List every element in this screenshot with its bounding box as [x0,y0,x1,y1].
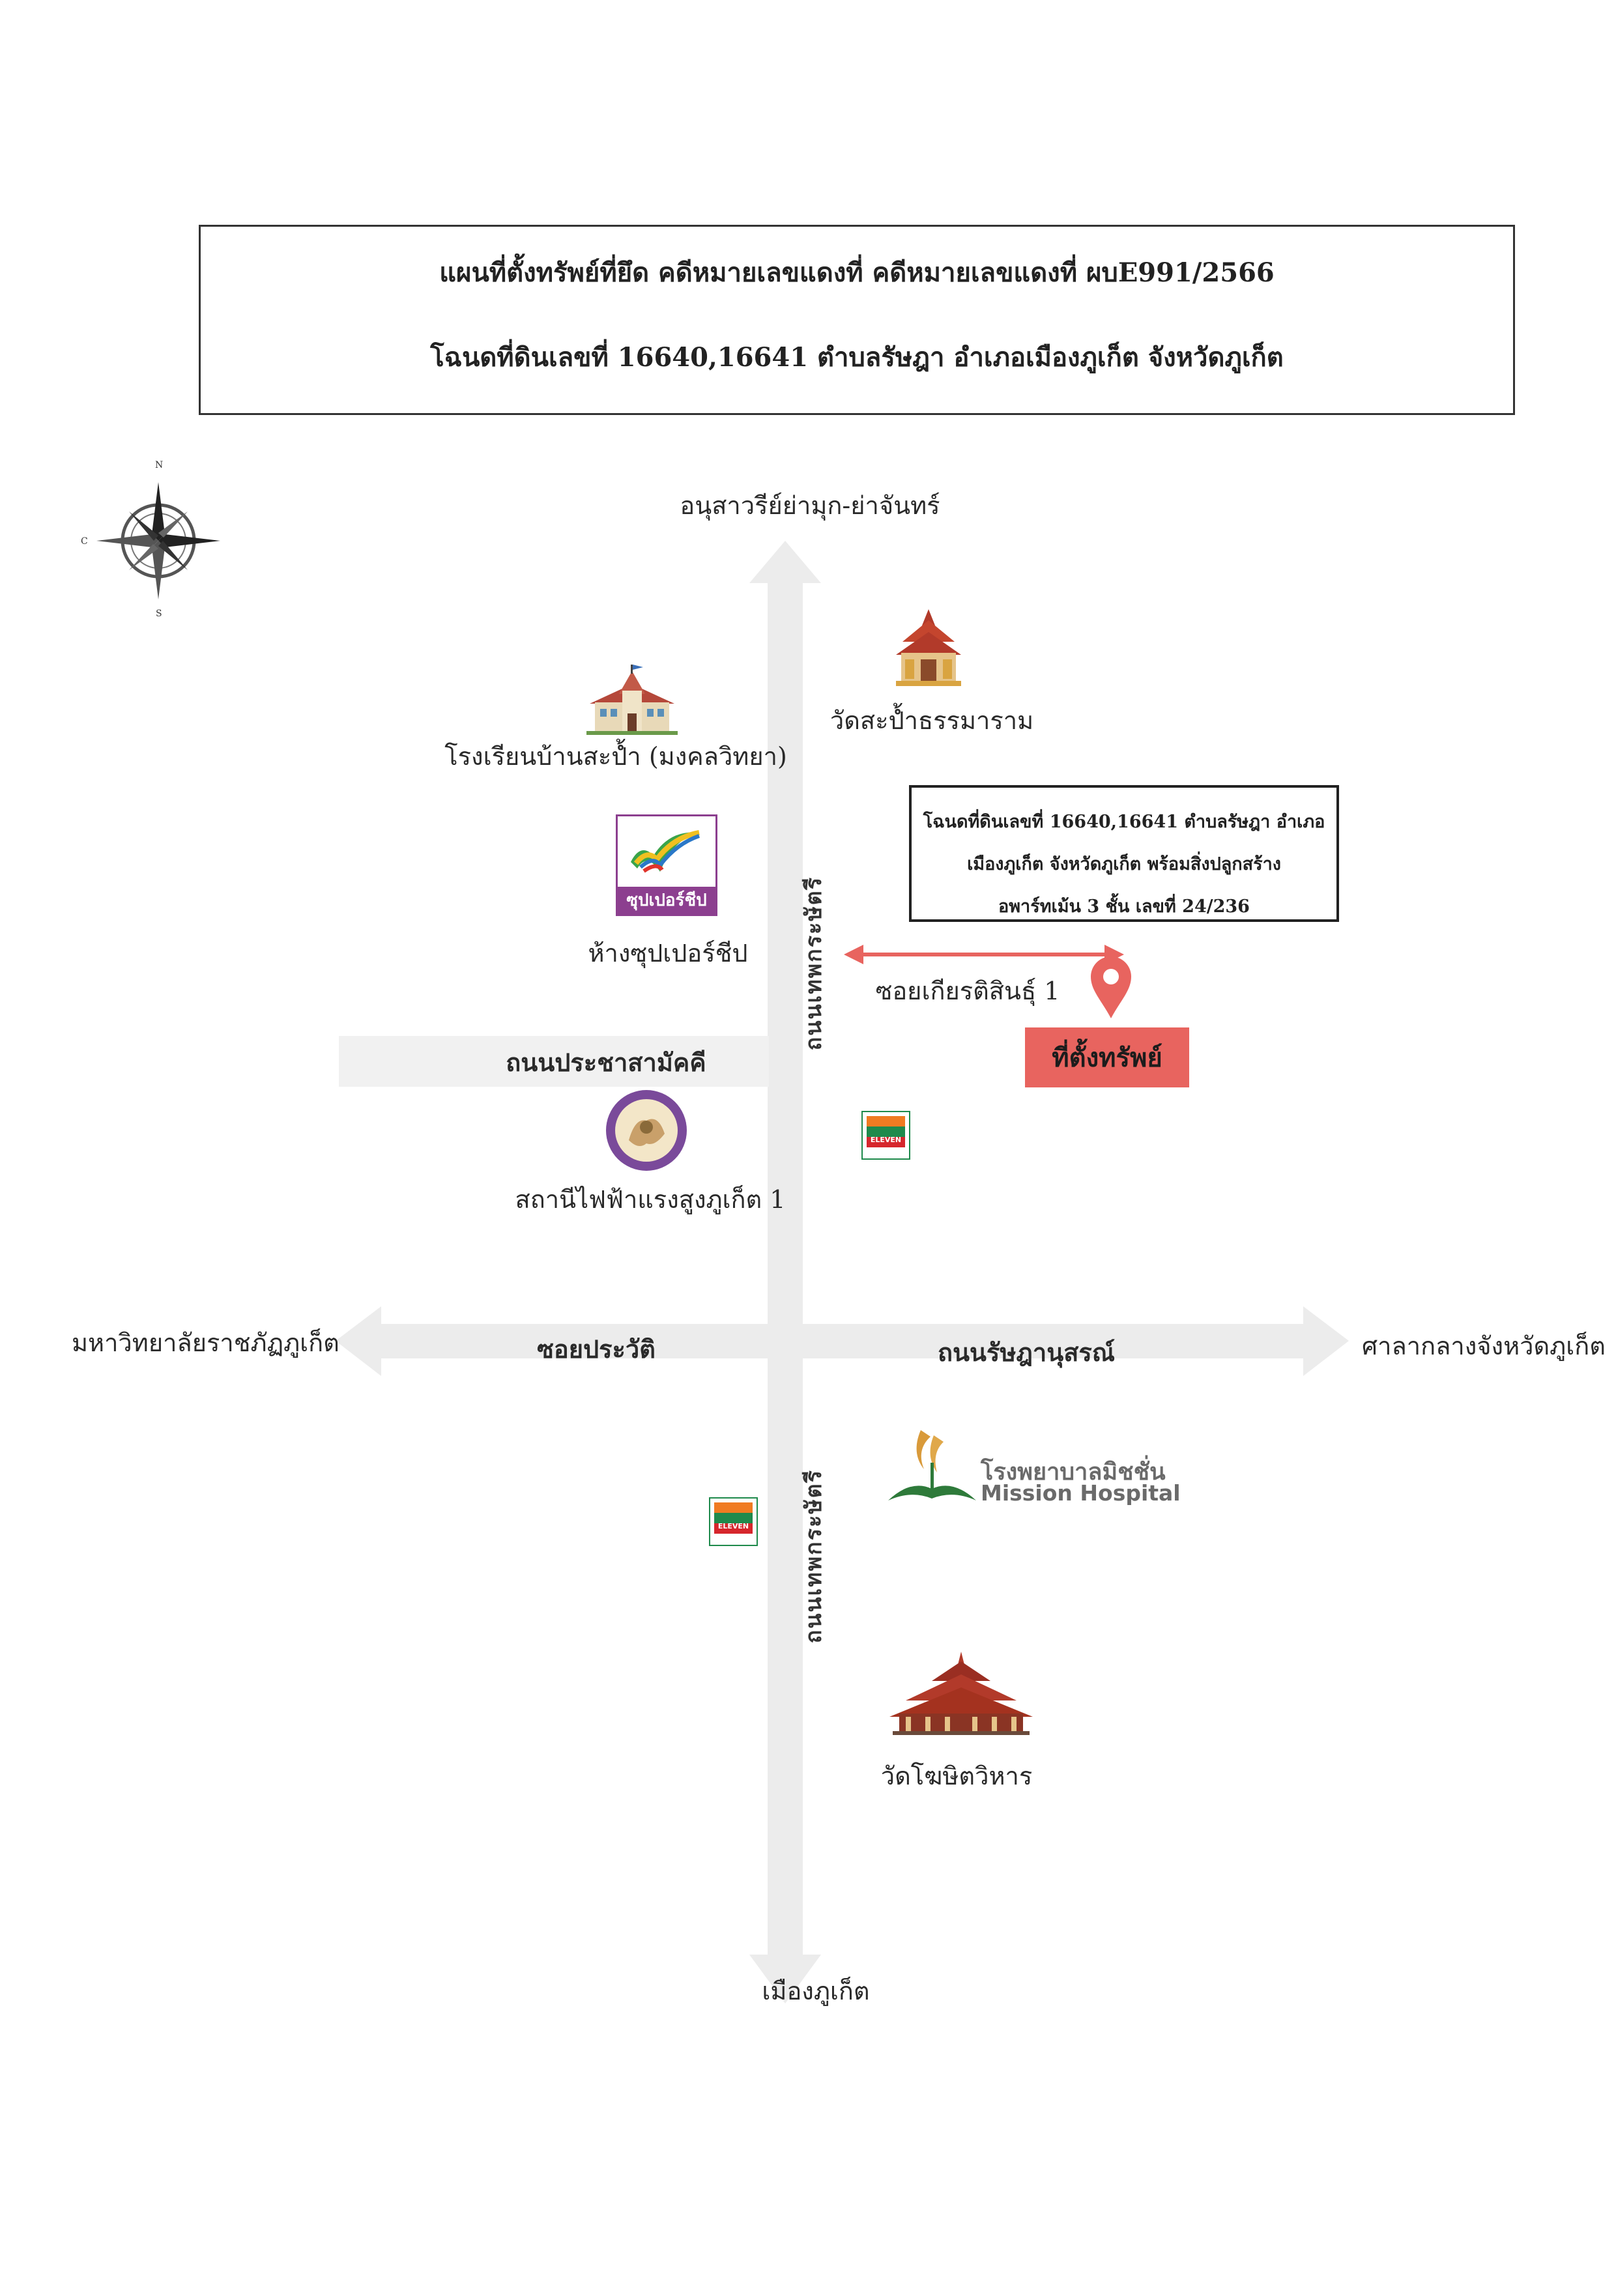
seven-eleven-south: ELEVEN [709,1497,758,1546]
landmark-temple-south-label: วัดโฆษิตวิหาร [880,1762,1033,1790]
landmark-substation-label: สถานีไฟฟ้าแรงสูงภูเก็ต 1 [515,1185,786,1214]
compass-south-label: S [156,609,162,619]
landmark-supercheap-label: ห้างซุปเปอร์ชีป [588,939,748,968]
property-info-box: โฉนดที่ดินเลขที่ 16640,16641 ตำบลรัษฎา อ… [909,785,1339,922]
location-pin-icon [1091,956,1131,1018]
compass-rose-icon: N S C [81,460,220,619]
road-prachasamakkhi [339,1036,769,1087]
seven-eleven-north-text: ELEVEN [870,1136,902,1144]
map-title-box: แผนที่ตั้งทรัพย์ที่ยึด คดีหมายเลขแดงที่ … [199,225,1515,415]
seven-eleven-north: ELEVEN [861,1111,910,1160]
compass-west-label: C [81,536,88,547]
road-label-thepkrasattri-lower: ถนนเทพกระษัตรี [801,1469,827,1644]
property-info-line3: อพาร์ทเม้น 3 ชั้น เลขที่ 24/236 [998,897,1250,917]
supercheap-logo-text: ซุปเปอร์ชีป [618,887,715,914]
seven-eleven-south-text: ELEVEN [717,1522,749,1530]
destination-west: มหาวิทยาลัยราชภัฏภูเก็ต [72,1328,339,1357]
road-label-soi-kiattisin: ซอยเกียรติสินธุ์ 1 [875,977,1060,1005]
road-label-prachasamakkhi: ถนนประชาสามัคคี [506,1048,706,1077]
supercheap-logo: ซุปเปอร์ชีป [616,814,717,916]
road-label-ratsadanusorn: ถนนรัษฎานุสรณ์ [937,1338,1116,1367]
pea-seal-icon [606,1090,687,1171]
property-direction-arrow [844,945,1124,964]
map-title-line2: โฉนดที่ดินเลขที่ 16640,16641 ตำบลรัษฎา อ… [430,342,1284,373]
mission-hospital-english-name: Mission Hospital [981,1480,1181,1506]
landmark-school-label: โรงเรียนบ้านสะป้ำ (มงคลวิทยา) [444,742,787,771]
property-marker-label: ที่ตั้งทรัพย์ [1025,1027,1189,1087]
cross-road-horizontal [336,1306,1349,1376]
property-info-line1: โฉนดที่ดินเลขที่ 16640,16641 ตำบลรัษฎา อ… [923,812,1325,832]
school-icon [586,665,678,735]
destination-east: ศาลากลางจังหวัดภูเก็ต [1362,1332,1606,1360]
road-label-thepkrasattri-upper: ถนนเทพกระษัตรี [801,876,827,1051]
temple-icon [896,609,961,686]
supercheap-swoosh-icon [631,830,700,873]
compass-north-label: N [155,460,163,470]
destination-north: อนุสาวรีย์ย่ามุก-ย่าจันทร์ [680,491,940,520]
main-road-vertical [749,541,821,2003]
mission-hospital-thai-name: โรงพยาบาลมิชชั่น [981,1459,1166,1485]
property-info-line2: เมืองภูเก็ต จังหวัดภูเก็ต พร้อมสิ่งปลูกส… [967,854,1281,874]
temple-south-icon [889,1652,1033,1735]
landmark-temple-north-label: วัดสะป้ำธรรมาราม [830,706,1034,735]
mission-hospital-logo-icon [888,1430,976,1500]
road-label-soi-prawat: ซอยประวัติ [537,1334,656,1364]
map-title-line1: แผนที่ตั้งทรัพย์ที่ยึด คดีหมายเลขแดงที่ … [439,257,1275,288]
destination-south: เมืองภูเก็ต [762,1977,870,2005]
